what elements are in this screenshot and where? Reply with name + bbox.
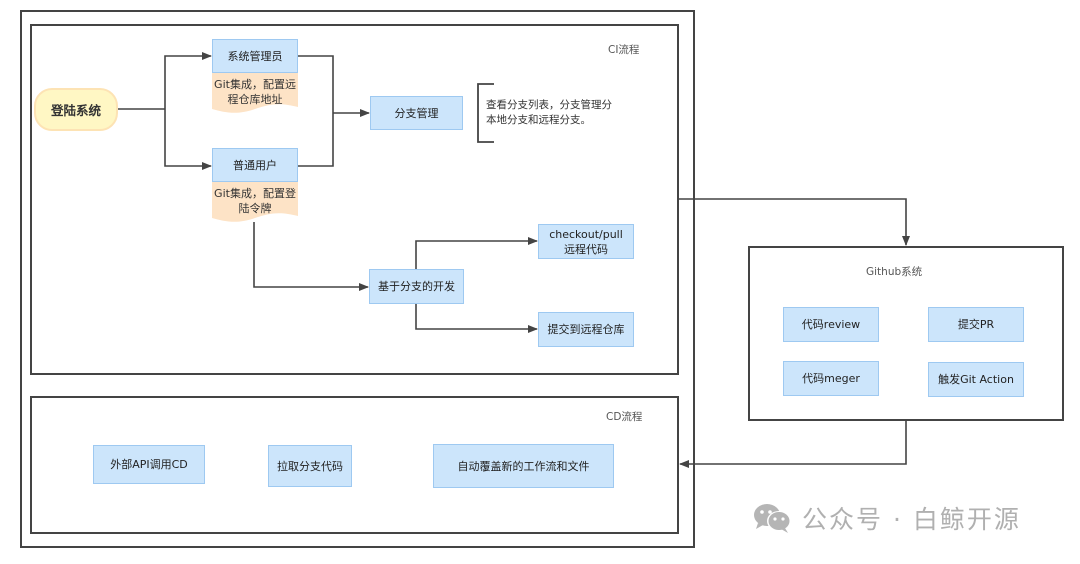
github-frame xyxy=(748,246,1064,421)
checkout-line1: checkout/pull xyxy=(549,227,623,241)
outer-frame xyxy=(20,10,695,548)
watermark: 公众号 · 白鲸开源 xyxy=(752,500,1021,536)
ci-title: CI流程 xyxy=(608,44,640,56)
edge-github-to-cd xyxy=(679,421,907,468)
edge-ci-to-github xyxy=(679,198,910,246)
user-note-shape xyxy=(212,182,298,222)
checkout-line2: 远程代码 xyxy=(564,242,608,256)
admin-note-line1: Git集成，配置远 xyxy=(214,78,296,91)
cd-title: CD流程 xyxy=(606,411,643,423)
push-remote-node: 提交到远程仓库 xyxy=(538,312,634,347)
admin-note-shape xyxy=(212,73,298,113)
branch-note-line2: 本地分支和远程分支。 xyxy=(486,114,591,126)
ci-frame xyxy=(30,24,679,375)
admin-node: 系统管理员 Git集成，配置远 程仓库地址 xyxy=(212,39,298,113)
trigger-git-action-node: 触发Git Action xyxy=(928,362,1024,397)
watermark-text: 公众号 · 白鲸开源 xyxy=(802,505,1021,534)
user-note-line1: Git集成，配置登 xyxy=(214,187,296,200)
admin-note: Git集成，配置远 程仓库地址 xyxy=(212,73,298,113)
login-system-node: 登陆系统 xyxy=(34,88,118,131)
admin-note-line2: 程仓库地址 xyxy=(227,93,283,106)
auto-overwrite-node: 自动覆盖新的工作流和文件 xyxy=(433,444,614,488)
user-note: Git集成，配置登 陆令牌 xyxy=(212,182,298,222)
branch-note-line1: 查看分支列表，分支管理分 xyxy=(486,99,612,111)
github-title: Github系统 xyxy=(866,266,923,278)
branch-dev-node: 基于分支的开发 xyxy=(369,269,464,304)
branch-management-note: 查看分支列表，分支管理分 本地分支和远程分支。 xyxy=(486,98,612,128)
cd-frame xyxy=(30,396,679,534)
admin-role-label: 系统管理员 xyxy=(212,39,298,73)
code-review-node: 代码review xyxy=(783,307,879,342)
code-merge-node: 代码meger xyxy=(783,361,879,396)
submit-pr-node: 提交PR xyxy=(928,307,1024,342)
branch-management-node: 分支管理 xyxy=(370,96,463,130)
user-note-line2: 陆令牌 xyxy=(238,202,272,215)
user-role-label: 普通用户 xyxy=(212,148,298,182)
wechat-icon xyxy=(752,502,794,534)
user-node: 普通用户 Git集成，配置登 陆令牌 xyxy=(212,148,298,222)
external-api-cd-node: 外部API调用CD xyxy=(93,445,205,484)
checkout-pull-node: checkout/pull 远程代码 xyxy=(538,224,634,259)
pull-branch-code-node: 拉取分支代码 xyxy=(268,445,352,487)
